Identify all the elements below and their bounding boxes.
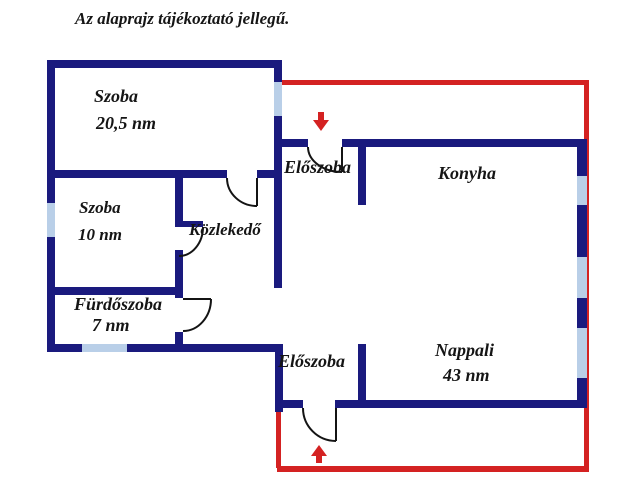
wall-top-szoba-large	[47, 60, 282, 68]
red-outline-top	[282, 80, 589, 85]
wall-door-stub-kozlekedo	[175, 221, 203, 227]
room-label-szoba-small: Szoba	[79, 198, 121, 217]
room-area-szoba-large: 20,5 nm	[96, 113, 157, 133]
disclaimer-title: Az alaprajz tájékoztató jellegű.	[75, 9, 290, 28]
wall-eloszoba-nappali-divider	[358, 344, 366, 408]
entrance-arrow-down-icon	[313, 112, 329, 131]
wall-bottom-left-unit	[47, 344, 283, 352]
room-label-konyha: Konyha	[438, 163, 497, 183]
room-label-nappali: Nappali	[435, 340, 495, 360]
wall-szoba-small-right-bottom	[175, 332, 183, 352]
window-right-middle	[577, 257, 587, 298]
wall-divider-szoba-large-a	[47, 170, 227, 178]
window-nappali-right	[577, 328, 587, 378]
entrance-arrow-up-icon	[311, 445, 327, 463]
room-label-kozlekedo: Közlekedő	[189, 220, 261, 239]
room-area-nappali: 43 nm	[443, 365, 490, 385]
wall-nappali-bottom	[358, 400, 587, 408]
room-area-furdoszoba: 7 nm	[92, 315, 130, 335]
wall-eloszoba-bottom-floor-b	[335, 400, 360, 408]
door-eloszoba-bottom	[302, 407, 337, 442]
wall-eloszoba-bottom-floor-a	[275, 400, 303, 408]
wall-szoba-small-right-top	[175, 170, 183, 223]
room-label-furdoszoba: Fürdőszoba	[74, 294, 163, 314]
wall-furdoszoba-top	[47, 287, 183, 295]
red-outline-left-stub	[276, 412, 281, 468]
window-furdoszoba-bottom	[82, 344, 127, 352]
room-label-eloszoba-top: Előszoba	[284, 157, 352, 177]
window-konyha-right	[577, 176, 587, 205]
window-szoba-large-right	[274, 82, 282, 116]
wall-konyha-top-b	[342, 139, 587, 147]
window-szoba-small-left	[47, 203, 55, 237]
windows-group	[47, 82, 587, 378]
wall-szoba-small-right-mid	[175, 250, 183, 298]
room-label-szoba-large: Szoba	[94, 86, 139, 106]
wall-eloszoba-konyha-divider	[358, 139, 366, 205]
door-szoba-large	[226, 177, 258, 207]
red-outline-group	[276, 80, 589, 472]
door-szoba-small	[178, 226, 204, 257]
door-eloszoba-top	[307, 146, 343, 173]
red-outline-bottom	[277, 466, 589, 472]
wall-eloszoba-bottom-left	[275, 344, 283, 412]
room-area-szoba-small: 10 nm	[78, 225, 122, 244]
wall-divider-szoba-large-b	[257, 170, 282, 178]
doors-group	[178, 146, 343, 442]
wall-konyha-top-a	[274, 139, 308, 147]
door-furdoszoba	[182, 298, 212, 332]
room-label-eloszoba-bottom: Előszoba	[278, 351, 346, 371]
